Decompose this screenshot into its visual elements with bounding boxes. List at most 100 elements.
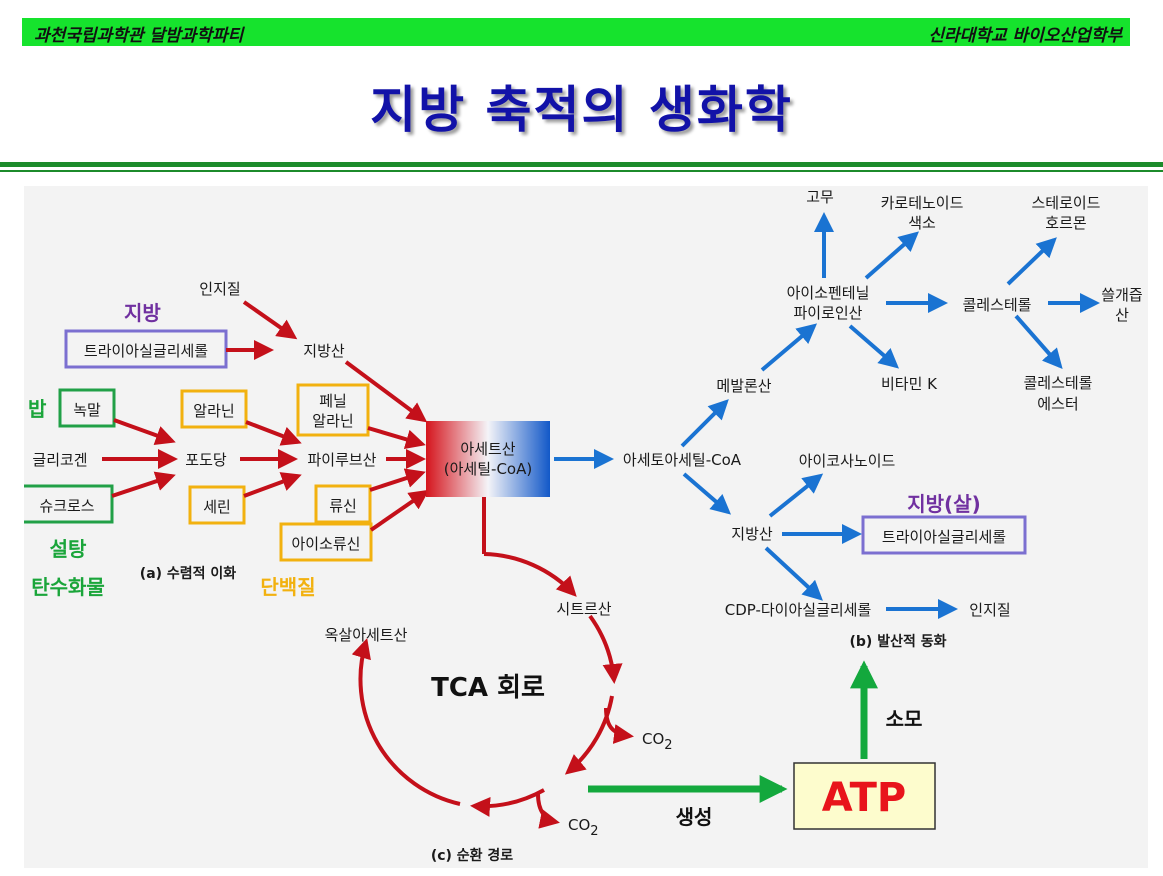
arrow-fattyacid-eicosanoid <box>768 473 824 518</box>
oxaloacetate-label: 옥살아세트산 <box>325 626 408 644</box>
ipp-label-2: 파이로인산 <box>793 304 862 322</box>
isoleucine-box <box>279 522 373 562</box>
mevalonate-label: 메발론산 <box>716 377 771 395</box>
acetyl-coa-box <box>426 421 550 497</box>
glycogen-label: 글리코겐 <box>32 451 87 469</box>
arrow-cholesterol-steroid <box>1006 237 1057 286</box>
header-right-text: 신라대학교 바이오산업학부 <box>928 26 1122 46</box>
serine-box <box>188 485 246 525</box>
pyruvate-label: 파이루브산 <box>307 451 376 469</box>
carotenoid-label-2: 색소 <box>908 214 936 232</box>
header-left-text: 과천국립과학관 달밤과학파티 <box>34 26 244 46</box>
acetate-label-2: (아세틸-CoA) <box>444 460 532 478</box>
arrow-mevalonate-ipp <box>760 323 818 372</box>
fatty-acid-out-label: 지방산 <box>731 525 773 543</box>
sugar-label: 설탕 <box>50 537 87 561</box>
vitamin-k-label: 비타민 K <box>881 375 938 393</box>
metabolism-diagram: 지방 트라이아실글리세롤 인지질 지방산 밥 녹말 글리코겐 슈크로스 설탕 탄… <box>24 188 1143 864</box>
arrow-maltose-glucose <box>113 418 176 445</box>
produce-label: 생성 <box>676 805 713 829</box>
page-title: 지방 축적의 생화학 <box>370 81 793 139</box>
anabolic-arrows <box>554 212 1100 619</box>
maltose-box <box>58 388 116 428</box>
arrow-ipp-carotenoid <box>864 231 920 280</box>
co2-subscript-1: 2 <box>664 738 672 753</box>
tca-cycle-label: TCA 회로 <box>431 673 545 703</box>
fat-flesh-label: 지방(살) <box>907 492 980 516</box>
caption-b: (b) 발산적 동화 <box>850 633 947 650</box>
protein-label: 단백질 <box>260 575 315 599</box>
acetate-label-1: 아세트산 <box>460 440 515 458</box>
co2-text-1: CO <box>642 730 664 748</box>
citrate-label: 시트르산 <box>556 600 611 618</box>
co2-text-2: CO <box>568 816 590 834</box>
consume-label: 소모 <box>886 707 923 731</box>
bile-acid-label-2: 산 <box>1115 306 1129 324</box>
cdp-dag-label: CDP-다이아실글리세롤 <box>725 601 872 619</box>
co2-label-2: CO2 <box>568 816 599 839</box>
atp-label: ATP <box>822 775 906 821</box>
arc-bottom <box>470 788 545 817</box>
divider-thick <box>0 162 1163 167</box>
lipid-in-label: 인지질 <box>199 280 240 298</box>
anabolic-section: 아세토아세틸-CoA 메발론산 아이소펜테닐 파이로인산 고무 카로테노이드 색… <box>554 188 1143 650</box>
tca-section: 시트르산 옥살아세트산 TCA 회로 CO2 CO2 (c) 순환 경로 <box>325 497 673 864</box>
bile-acid-label-1: 쓸개즙 <box>1101 286 1142 304</box>
arrow-ipp-vitamink <box>848 324 900 369</box>
co2-label-1: CO2 <box>642 730 673 753</box>
rice-label: 밥 <box>28 397 47 421</box>
atp-box <box>793 762 936 830</box>
caption-a: (a) 수렴적 이화 <box>140 565 237 582</box>
arrow-cholesterol-ester <box>1014 314 1063 370</box>
alanine-label: 알라닌 <box>193 402 234 420</box>
tca-cycle-arrows <box>351 552 634 829</box>
arrow-sucrose-glucose <box>111 471 176 498</box>
lipid-out-label: 인지질 <box>969 601 1010 619</box>
arc-to-co2-lower <box>564 695 614 775</box>
fat-label: 지방 <box>124 301 161 325</box>
cholesterol-ester-label-2: 에스터 <box>1037 395 1078 413</box>
arrow-phenylalanine-acetate <box>367 426 426 450</box>
arrow-isoleucine-acetate <box>369 489 430 532</box>
phenylalanine-label-1: 페닐 <box>319 392 347 410</box>
arrow-acetoacetyl-fattyacid <box>682 472 732 515</box>
arrow-fattyacid-cdpdag <box>764 546 823 601</box>
triacylglycerol-out-label: 트라이아실글리세롤 <box>882 528 1006 546</box>
leucine-box <box>314 484 372 524</box>
acetoacetyl-coa-label: 아세토아세틸-CoA <box>623 451 742 469</box>
caption-c: (c) 순환 경로 <box>431 847 513 864</box>
divider-thin <box>0 170 1163 172</box>
arrow-lipid-fattyacid <box>242 300 298 340</box>
arrow-alanine-pyruvate <box>245 420 302 446</box>
triacylglycerol-in-label: 트라이아실글리세롤 <box>84 342 208 360</box>
arrow-leucine-acetate <box>369 468 426 492</box>
alanine-box <box>180 389 248 429</box>
leucine-label: 류신 <box>329 497 357 515</box>
cholesterol-ester-label-1: 콜레스테롤 <box>1023 374 1092 392</box>
arrow-acetoacetyl-mevalonate <box>680 399 729 448</box>
phenylalanine-box <box>296 383 370 437</box>
ipp-label-1: 아이소펜테닐 <box>787 284 870 302</box>
phenylalanine-label-2: 알라닌 <box>312 412 353 430</box>
fatty-acid-in-label: 지방산 <box>303 342 345 360</box>
carbohydrate-label: 탄수화물 <box>31 575 105 599</box>
arc-citrate-down <box>588 614 623 684</box>
glucose-label: 포도당 <box>185 451 227 469</box>
arrow-fattyacid-acetate <box>344 360 428 423</box>
co2-release-arrow-1 <box>604 707 634 744</box>
arc-to-oxaloacetate <box>351 638 461 806</box>
steroid-hormone-label-2: 호르몬 <box>1045 214 1086 232</box>
maltose-label: 녹말 <box>73 401 101 419</box>
steroid-hormone-label-1: 스테로이드 <box>1031 194 1100 212</box>
carotenoid-label-1: 카로테노이드 <box>881 194 964 212</box>
sucrose-label: 슈크로스 <box>39 497 94 515</box>
eicosanoid-label: 아이코사노이드 <box>799 452 896 470</box>
serine-label: 세린 <box>203 498 231 516</box>
sucrose-box <box>24 484 114 524</box>
header-bar: 과천국립과학관 달밤과학파티 신라대학교 바이오산업학부 <box>22 18 1130 46</box>
arc-to-citrate <box>483 552 577 597</box>
catabolic-arrows <box>102 300 430 532</box>
cholesterol-label: 콜레스테롤 <box>962 296 1031 314</box>
co2-subscript-2: 2 <box>590 824 598 839</box>
atp-section: 생성 ATP 소모 <box>588 660 936 830</box>
